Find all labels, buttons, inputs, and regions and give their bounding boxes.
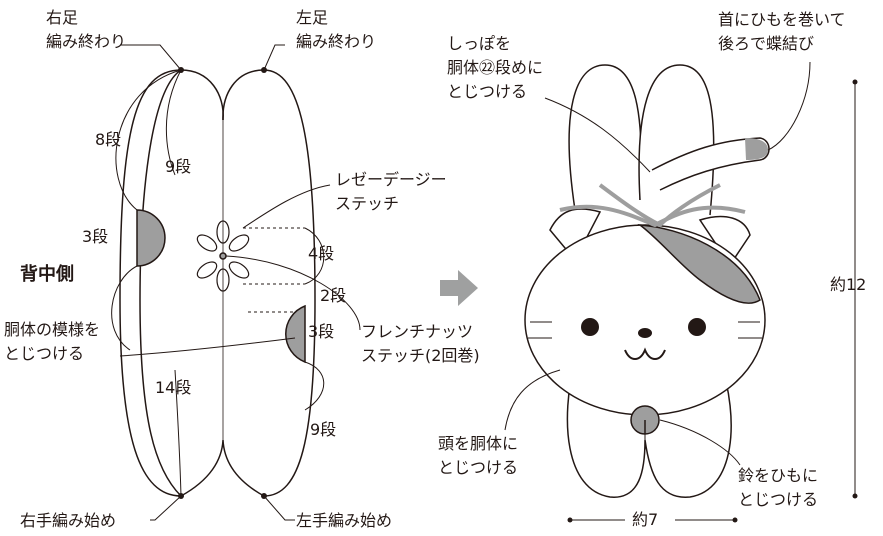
head	[524, 224, 766, 416]
rows-14-label: 14段	[155, 378, 192, 397]
nose	[638, 328, 652, 338]
left-foot-end-label-2: 編み終わり	[296, 32, 377, 51]
left-hand-start-label: 左手編み始め	[296, 511, 393, 530]
neck-ribbon	[559, 204, 746, 228]
rows-3-right-label: 3段	[308, 322, 335, 341]
rows-9-top-label: 9段	[165, 157, 192, 176]
body-outline-right	[263, 69, 316, 497]
head-attach-label-2: とじつける	[438, 458, 519, 477]
lazy-daisy-label-2: ステッチ	[335, 194, 400, 213]
foot-left-inner	[180, 69, 224, 121]
rows-8-label: 8段	[95, 130, 122, 149]
arrow-icon	[440, 270, 478, 306]
rows-3-left-label: 3段	[82, 227, 109, 246]
foot-right-inner	[222, 69, 265, 121]
width-label: 約7	[632, 510, 659, 529]
right-foot-end-label-2: 編み終わり	[46, 32, 127, 51]
back-side-label: 背中側	[20, 264, 74, 285]
bell-label-1: 鈴をひもに	[738, 466, 819, 485]
left-foot-end-label-1: 左足	[296, 8, 329, 27]
body-pattern-label-1: 胴体の模様を	[4, 320, 101, 339]
head-patch	[637, 224, 761, 304]
bell-label-2: とじつける	[738, 490, 819, 509]
body-inner-left	[139, 69, 182, 497]
right-foot-end-label-1: 右足	[46, 8, 79, 27]
height-label: 約12	[830, 275, 867, 294]
body-inner-right	[180, 439, 265, 497]
patch-left	[136, 209, 166, 267]
right-hand-start-label: 右手編み始め	[20, 511, 117, 530]
patch-right	[285, 304, 306, 364]
eye-left	[581, 318, 599, 336]
body-pattern-label-2: とじつける	[4, 344, 85, 363]
ear-left	[549, 208, 602, 262]
neck-ribbon-label-1: 首にひもを巻いて	[718, 10, 846, 29]
head-attach-label-1: 頭を胴体に	[438, 434, 519, 453]
lazy-daisy-label-1: レゼーデージー	[335, 170, 447, 189]
neck-ribbon-label-2: 後ろで蝶結び	[718, 34, 815, 53]
tail-label-3: とじつける	[447, 82, 528, 101]
tail-label-2: 胴体㉒段めに	[447, 58, 544, 77]
french-knot-label-2: ステッチ(2回巻)	[361, 346, 480, 365]
rows-4-label: 4段	[308, 244, 335, 263]
eye-right	[688, 318, 706, 336]
mouth	[624, 347, 666, 360]
foot-top-left	[568, 64, 642, 211]
ear-right	[698, 215, 751, 267]
lazy-daisy-stitch	[196, 220, 250, 292]
rows-2-label: 2段	[320, 286, 347, 305]
french-knot	[219, 252, 227, 260]
rows-9-bottom-label: 9段	[310, 420, 337, 439]
french-knot-label-1: フレンチナッツ	[361, 322, 474, 341]
tail-label-1: しっぽを	[447, 34, 512, 53]
